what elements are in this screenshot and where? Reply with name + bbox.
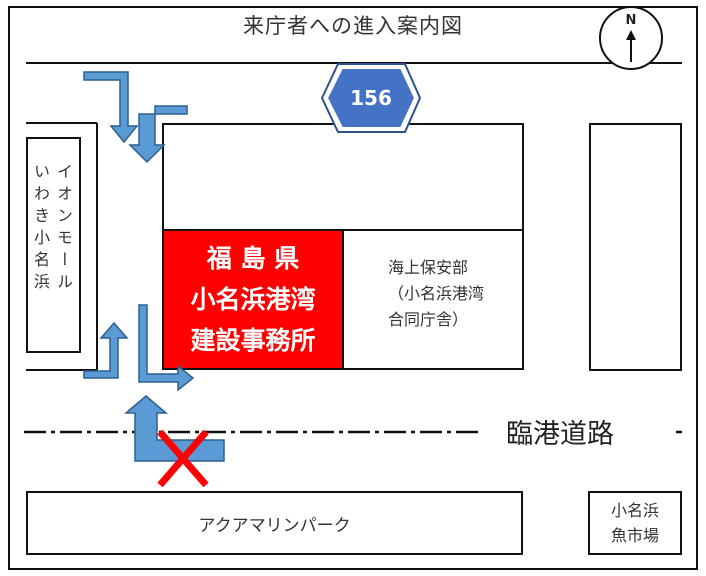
- guide-arrow-icon: [83, 321, 129, 379]
- route-shield-icon: [320, 63, 422, 133]
- map-frame: [8, 6, 698, 570]
- fish-market-line-2: 魚市場: [610, 526, 659, 545]
- building-east: [589, 123, 682, 371]
- guide-arrow-icon: [83, 71, 139, 144]
- aeon-mall: [26, 137, 81, 353]
- aeon-col-left: いわき小名浜: [31, 163, 50, 295]
- aeon-col-right: イオンモール: [54, 163, 73, 295]
- compass-icon: [599, 6, 663, 70]
- guide-arrow-icon: [138, 304, 195, 392]
- destination-line-3: 建設事務所: [190, 326, 316, 355]
- aquamarine-park: アクアマリンパーク: [26, 491, 523, 555]
- aquamarine-park-label: アクアマリンパーク: [198, 515, 351, 536]
- compass-north-label: N: [625, 13, 637, 28]
- fish-market-line-1: 小名浜: [610, 501, 659, 520]
- no-entry-x-icon: [157, 429, 209, 488]
- coast-guard-line-1: 海上保安部: [388, 258, 469, 277]
- destination-line-2: 小名浜港湾: [190, 285, 316, 314]
- destination-office: 福 島 県 小名浜港湾 建設事務所: [162, 229, 344, 370]
- map-title: 来庁者への進入案内図: [243, 14, 463, 38]
- route-number: 156: [350, 86, 392, 110]
- coast-guard-line-3: 合同庁舎）: [388, 310, 469, 329]
- destination-line-1: 福 島 県: [206, 244, 300, 273]
- fish-market: 小名浜 魚市場: [588, 491, 682, 555]
- guide-arrow-icon: [128, 105, 188, 164]
- harbor-road-label: 臨港道路: [500, 412, 620, 451]
- coast-guard-office: 海上保安部 （小名浜港湾 合同庁舎）: [388, 255, 518, 333]
- coast-guard-line-2: （小名浜港湾: [388, 284, 485, 303]
